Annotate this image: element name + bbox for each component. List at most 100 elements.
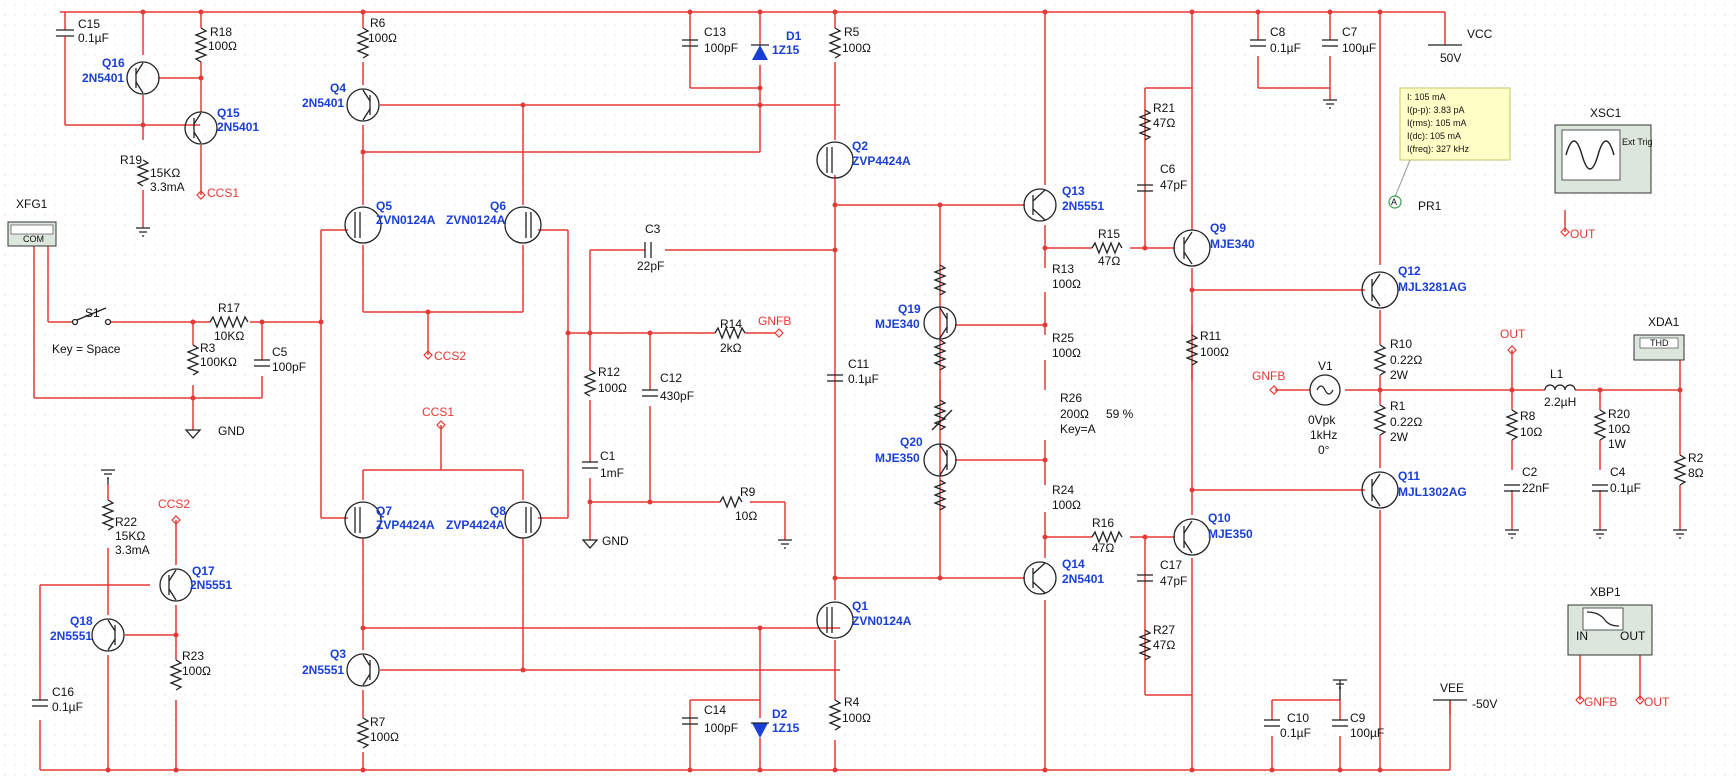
instrument-xda1[interactable] xyxy=(1633,334,1685,361)
c6-ref: C6 xyxy=(1160,162,1176,176)
current-probe xyxy=(1388,87,1511,209)
q17-part: 2N5551 xyxy=(190,578,232,592)
r21-value: 47Ω xyxy=(1153,116,1175,130)
q14-ref: Q14 xyxy=(1062,557,1085,571)
r14-ref: R14 xyxy=(720,317,742,331)
r10-value: 0.22Ω xyxy=(1390,353,1422,367)
xda1-screen: THD xyxy=(1650,338,1669,348)
q11-part: MJL1302AG xyxy=(1398,485,1467,499)
ground-symbols xyxy=(101,99,1687,700)
c3-value: 22pF xyxy=(637,259,664,273)
instrument-xfg1[interactable] xyxy=(7,221,57,247)
probe-glyph: A xyxy=(1391,197,1397,207)
r3-ref: R3 xyxy=(200,341,216,355)
r18-ref: R18 xyxy=(210,25,232,39)
c2-value: 22nF xyxy=(1522,481,1549,495)
r26-value: 200Ω xyxy=(1060,407,1089,421)
r17-value: 10KΩ xyxy=(214,329,244,343)
c4-value: 0.1µF xyxy=(1610,481,1641,495)
c12-value: 430pF xyxy=(660,389,694,403)
ac-source-v1 xyxy=(1309,374,1341,406)
d1-part: 1Z15 xyxy=(772,43,800,57)
q10-part: MJE350 xyxy=(1208,527,1253,541)
r5-value: 100Ω xyxy=(842,41,871,55)
c17-ref: C17 xyxy=(1160,558,1182,572)
q9-ref: Q9 xyxy=(1210,221,1226,235)
q16-part: 2N5401 xyxy=(82,71,124,85)
c13-value: 100pF xyxy=(704,41,738,55)
d2-ref: D2 xyxy=(772,707,788,721)
r11-ref: R11 xyxy=(1200,329,1221,343)
probe-line-1: I: 105 mA xyxy=(1407,92,1446,102)
c5-ref: C5 xyxy=(272,345,288,359)
resistor-symbols xyxy=(101,27,1687,749)
r1-power: 2W xyxy=(1390,430,1409,444)
out-label-b: OUT xyxy=(1570,227,1596,241)
r18-value: 100Ω xyxy=(208,39,237,53)
r25-ref: R25 xyxy=(1052,331,1074,345)
v1-amp: 0Vpk xyxy=(1308,413,1336,427)
q2-part: ZVP4424A xyxy=(852,154,911,168)
switch-s1[interactable] xyxy=(71,307,112,326)
c16-value: 0.1µF xyxy=(52,700,83,714)
c12-ref: C12 xyxy=(660,371,682,385)
q5-part: ZVN0124A xyxy=(376,213,436,227)
probe-line-3: I(rms): 105 mA xyxy=(1407,118,1467,128)
q15-ref: Q15 xyxy=(217,106,240,120)
c15-value: 0.1µF xyxy=(78,31,109,45)
r4-ref: R4 xyxy=(844,695,860,709)
zener-diode-symbols xyxy=(751,44,769,738)
l1-value: 2.2µH xyxy=(1544,395,1576,409)
r12-ref: R12 xyxy=(598,365,620,379)
r19-current: 3.3mA xyxy=(150,180,185,194)
r8-ref: R8 xyxy=(1520,409,1536,423)
c8-ref: C8 xyxy=(1270,25,1286,39)
q7-ref: Q7 xyxy=(376,504,392,518)
probe-line-5: I(freq): 327 kHz xyxy=(1407,144,1470,154)
q6-ref: Q6 xyxy=(490,199,506,213)
c7-ref: C7 xyxy=(1342,25,1358,39)
r11-value: 100Ω xyxy=(1200,345,1229,359)
r24-value: 100Ω xyxy=(1052,498,1081,512)
xbp1-in: IN xyxy=(1576,629,1588,643)
r15-value: 47Ω xyxy=(1098,254,1120,268)
r19-ref: R19 xyxy=(120,153,142,167)
q20-ref: Q20 xyxy=(900,435,923,449)
r14-value: 2kΩ xyxy=(720,341,742,355)
r24-ref: R24 xyxy=(1052,483,1074,497)
r16-ref: R16 xyxy=(1092,516,1114,530)
r3-value: 100KΩ xyxy=(200,355,237,369)
c11-value: 0.1µF xyxy=(848,372,879,386)
c1-ref: C1 xyxy=(600,449,616,463)
instrument-xsc1[interactable] xyxy=(1554,124,1652,194)
r12-value: 100Ω xyxy=(598,381,627,395)
r2-ref: R2 xyxy=(1688,451,1704,465)
r23-value: 100Ω xyxy=(182,664,211,678)
r1-value: 0.22Ω xyxy=(1390,415,1422,429)
probe-ref: PR1 xyxy=(1418,199,1442,213)
r22-value: 15KΩ xyxy=(115,529,145,543)
r20-power: 1W xyxy=(1608,437,1627,451)
instrument-xbp1[interactable] xyxy=(1567,604,1653,656)
q13-part: 2N5551 xyxy=(1062,199,1104,213)
r23-ref: R23 xyxy=(182,649,204,663)
r10-ref: R10 xyxy=(1390,337,1412,351)
q1-ref: Q1 xyxy=(852,599,868,613)
inductor-l1 xyxy=(1544,384,1576,391)
r17-ref: R17 xyxy=(218,301,240,315)
q14-part: 2N5401 xyxy=(1062,572,1104,586)
v1-phase: 0° xyxy=(1318,443,1330,457)
labels: C15 0.1µF R18 100Ω Q16 2N5401 Q15 2N5401… xyxy=(16,16,1704,744)
r8-value: 10Ω xyxy=(1520,425,1542,439)
q8-part: ZVP4424A xyxy=(446,518,505,532)
ccs2-label-b: CCS2 xyxy=(158,497,190,511)
r25-value: 100Ω xyxy=(1052,346,1081,360)
vee-label: VEE xyxy=(1440,681,1464,695)
r9-value: 10Ω xyxy=(735,509,757,523)
c1-value: 1mF xyxy=(600,466,624,480)
q8-ref: Q8 xyxy=(490,504,506,518)
r20-ref: R20 xyxy=(1608,407,1630,421)
c4-ref: C4 xyxy=(1610,465,1626,479)
q19-ref: Q19 xyxy=(898,302,921,316)
vcc-label: VCC xyxy=(1467,27,1493,41)
